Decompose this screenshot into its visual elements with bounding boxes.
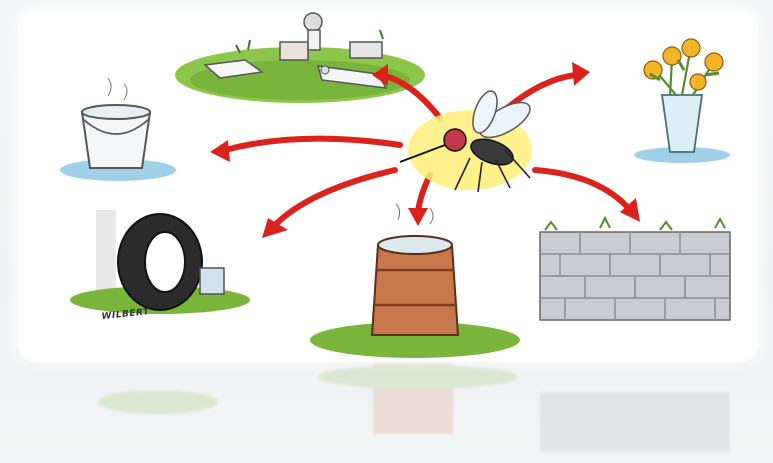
tire-icon (70, 210, 250, 314)
flower-vase-icon (634, 39, 730, 163)
barrel-icon (310, 204, 520, 358)
mosquito-icon (400, 88, 535, 192)
bucket-icon (60, 78, 176, 181)
reflection (18, 362, 758, 462)
garbage-pile-icon (175, 13, 425, 103)
brick-wall-icon (540, 218, 730, 320)
